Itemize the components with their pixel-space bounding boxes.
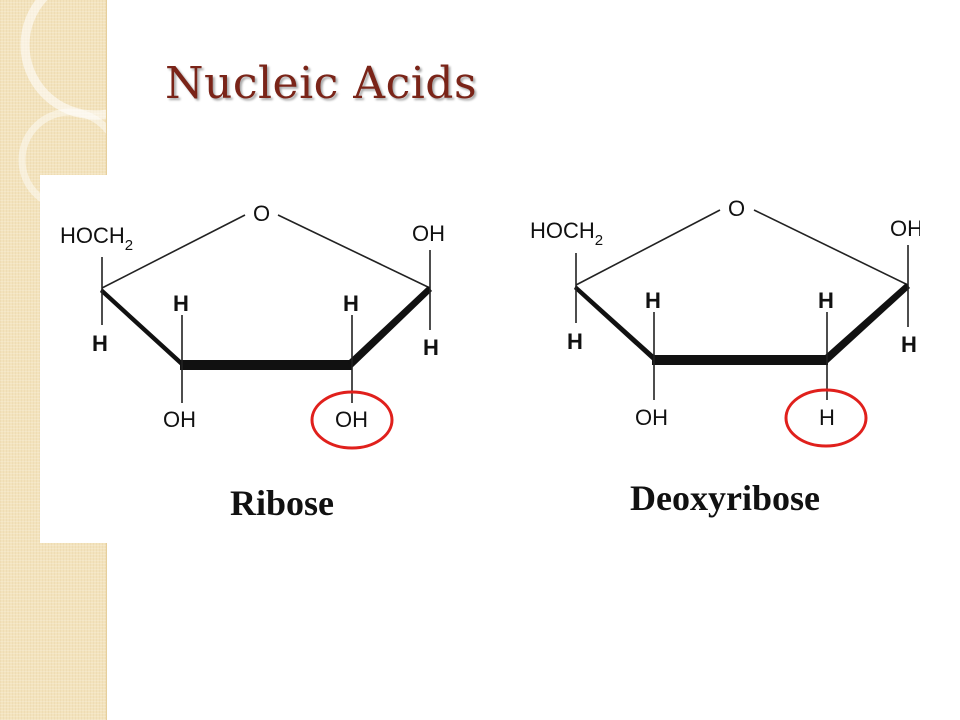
ribose-c1-oh-label: OH bbox=[412, 221, 445, 246]
deoxyribose-bond-c4-o bbox=[575, 209, 721, 286]
sugar-diagram-panel: HOCH2 O OH H H H H OH OH Ribose bbox=[40, 175, 923, 543]
deoxyribose-highlight-circle bbox=[784, 388, 868, 448]
deoxyribose-c3-oh-label: OH bbox=[635, 405, 668, 430]
ribose-name-label: Ribose bbox=[230, 483, 334, 523]
ribose-c3-oh-label: OH bbox=[163, 407, 196, 432]
ribose-highlight-circle bbox=[310, 390, 394, 450]
ribose-structure: HOCH2 O OH H H H H OH OH Ribose bbox=[60, 201, 445, 523]
ribose-bond-c4-o bbox=[101, 214, 246, 289]
deoxyribose-c2-h-top-label: H bbox=[818, 288, 834, 313]
ribose-c3-h-label: H bbox=[173, 291, 189, 316]
deoxyribose-bond-c4-c3 bbox=[574, 285, 654, 362]
deoxyribose-bond-o-c1 bbox=[753, 209, 909, 286]
ribose-bond-c4-c3 bbox=[100, 288, 182, 367]
deoxyribose-ring-oxygen-label: O bbox=[728, 196, 745, 221]
ribose-bond-c2-c1 bbox=[348, 286, 432, 368]
deoxyribose-c4-h-label: H bbox=[567, 329, 583, 354]
ribose-c1-h-label: H bbox=[423, 335, 439, 360]
ribose-bond-o-c1 bbox=[277, 214, 431, 289]
deoxyribose-c2-h-bottom-label: H bbox=[819, 405, 835, 430]
deoxyribose-bond-c2-c1 bbox=[824, 283, 910, 363]
deoxyribose-bond-c3-c2 bbox=[652, 355, 828, 365]
ribose-ring-oxygen-label: O bbox=[253, 201, 270, 226]
deoxyribose-hoch2-label: HOCH2 bbox=[530, 218, 603, 249]
ribose-c2-oh-label: OH bbox=[335, 407, 368, 432]
deoxyribose-c3-h-label: H bbox=[645, 288, 661, 313]
ribose-c4-h-label: H bbox=[92, 331, 108, 356]
ribose-c2-h-label: H bbox=[343, 291, 359, 316]
ribose-bond-c3-c2 bbox=[180, 360, 352, 370]
sugar-structures: HOCH2 O OH H H H H OH OH Ribose bbox=[60, 196, 923, 523]
deoxyribose-c1-h-label: H bbox=[901, 332, 917, 357]
deoxyribose-c1-oh-label: OH bbox=[890, 216, 920, 241]
deoxyribose-structure: HOCH2 O OH H H H H OH H Deoxyribose bbox=[530, 196, 923, 518]
ribose-hoch2-label: HOCH2 bbox=[60, 223, 133, 254]
deoxyribose-name-label: Deoxyribose bbox=[630, 478, 820, 518]
slide-title: Nucleic Acids bbox=[165, 58, 478, 109]
